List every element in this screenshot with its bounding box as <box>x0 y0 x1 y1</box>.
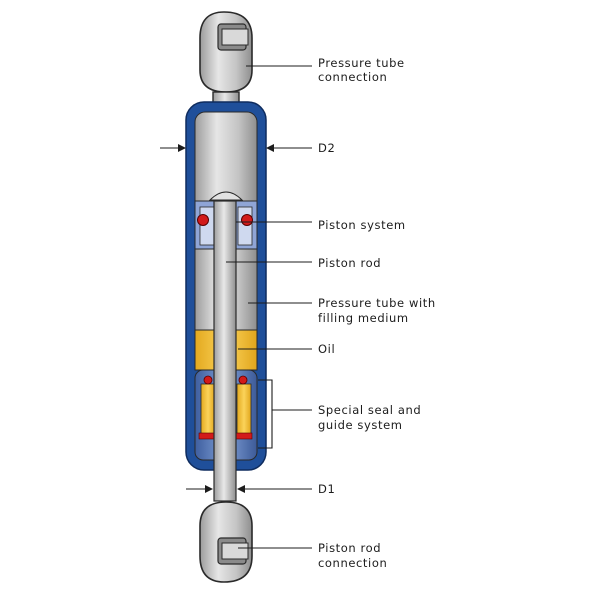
label-special-seal-2: guide system <box>318 418 403 432</box>
top-connection-fitting <box>199 11 253 105</box>
label-piston-rod-connection-1: Piston rod <box>318 541 381 555</box>
d2-left-arrowhead <box>178 144 186 152</box>
dimension-arrowheads <box>178 144 274 493</box>
label-special-seal-1: Special seal and <box>318 403 421 417</box>
label-pressure-tube-filling-1: Pressure tube with <box>318 296 436 310</box>
label-piston-rod: Piston rod <box>318 256 381 270</box>
label-pressure-tube-filling-2: filling medium <box>318 311 409 325</box>
piston-rod <box>213 200 237 502</box>
label-oil: Oil <box>318 342 335 356</box>
d1-right-arrowhead <box>237 485 245 493</box>
d1-left-arrowhead <box>205 485 213 493</box>
leader-lines <box>160 65 312 549</box>
label-pressure-tube-connection-2: connection <box>318 70 387 84</box>
label-pressure-tube-connection-1: Pressure tube <box>318 56 405 70</box>
label-d1: D1 <box>318 482 335 496</box>
bottom-connection-fitting <box>199 501 253 583</box>
label-piston-system: Piston system <box>318 218 406 232</box>
d2-right-arrowhead <box>266 144 274 152</box>
label-piston-rod-connection-2: connection <box>318 556 387 570</box>
label-d2: D2 <box>318 141 335 155</box>
